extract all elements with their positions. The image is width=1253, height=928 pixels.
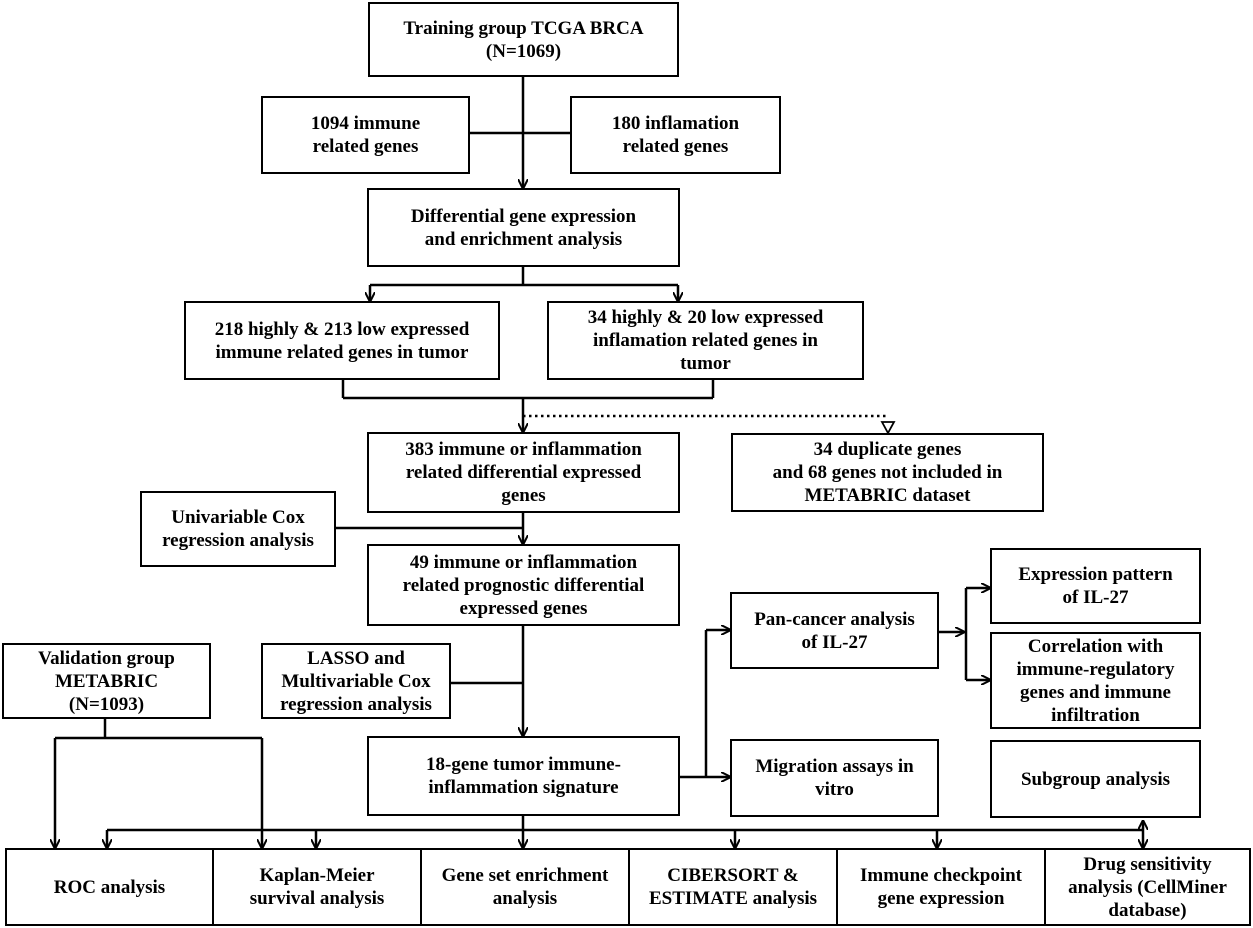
differential-expression-box: Differential gene expression and enrichm… <box>367 188 680 267</box>
immune-de-genes-box: 218 highly & 213 low expressed immune re… <box>184 301 500 380</box>
immune-genes-box: 1094 immune related genes <box>261 96 470 174</box>
training-group-box: Training group TCGA BRCA (N=1069) <box>368 2 679 77</box>
gsea-box: Gene set enrichment analysis <box>420 848 630 926</box>
correlation-box: Correlation with immune-regulatory genes… <box>990 632 1201 729</box>
univariable-cox-box: Univariable Cox regression analysis <box>140 491 336 567</box>
prognostic-49-genes-box: 49 immune or inflammation related progno… <box>367 544 680 626</box>
roc-analysis-box: ROC analysis <box>5 848 214 926</box>
pan-cancer-box: Pan-cancer analysis of IL-27 <box>730 592 939 669</box>
de-383-genes-box: 383 immune or inflammation related diffe… <box>367 432 680 513</box>
immune-checkpoint-box: Immune checkpoint gene expression <box>836 848 1046 926</box>
signature-box: 18-gene tumor immune- inflammation signa… <box>367 736 680 816</box>
expression-pattern-box: Expression pattern of IL-27 <box>990 548 1201 624</box>
drug-sensitivity-box: Drug sensitivity analysis (CellMiner dat… <box>1044 848 1251 926</box>
inflammation-genes-box: 180 inflamation related genes <box>570 96 781 174</box>
validation-group-box: Validation group METABRIC (N=1093) <box>2 643 211 719</box>
kaplan-meier-box: Kaplan-Meier survival analysis <box>212 848 422 926</box>
cibersort-estimate-box: CIBERSORT & ESTIMATE analysis <box>628 848 838 926</box>
lasso-cox-box: LASSO and Multivariable Cox regression a… <box>261 643 451 719</box>
subgroup-analysis-box: Subgroup analysis <box>990 740 1201 818</box>
migration-assays-box: Migration assays in vitro <box>730 739 939 817</box>
excluded-genes-box: 34 duplicate genes and 68 genes not incl… <box>731 433 1044 512</box>
inflammation-de-genes-box: 34 highly & 20 low expressed inflamation… <box>547 301 864 380</box>
